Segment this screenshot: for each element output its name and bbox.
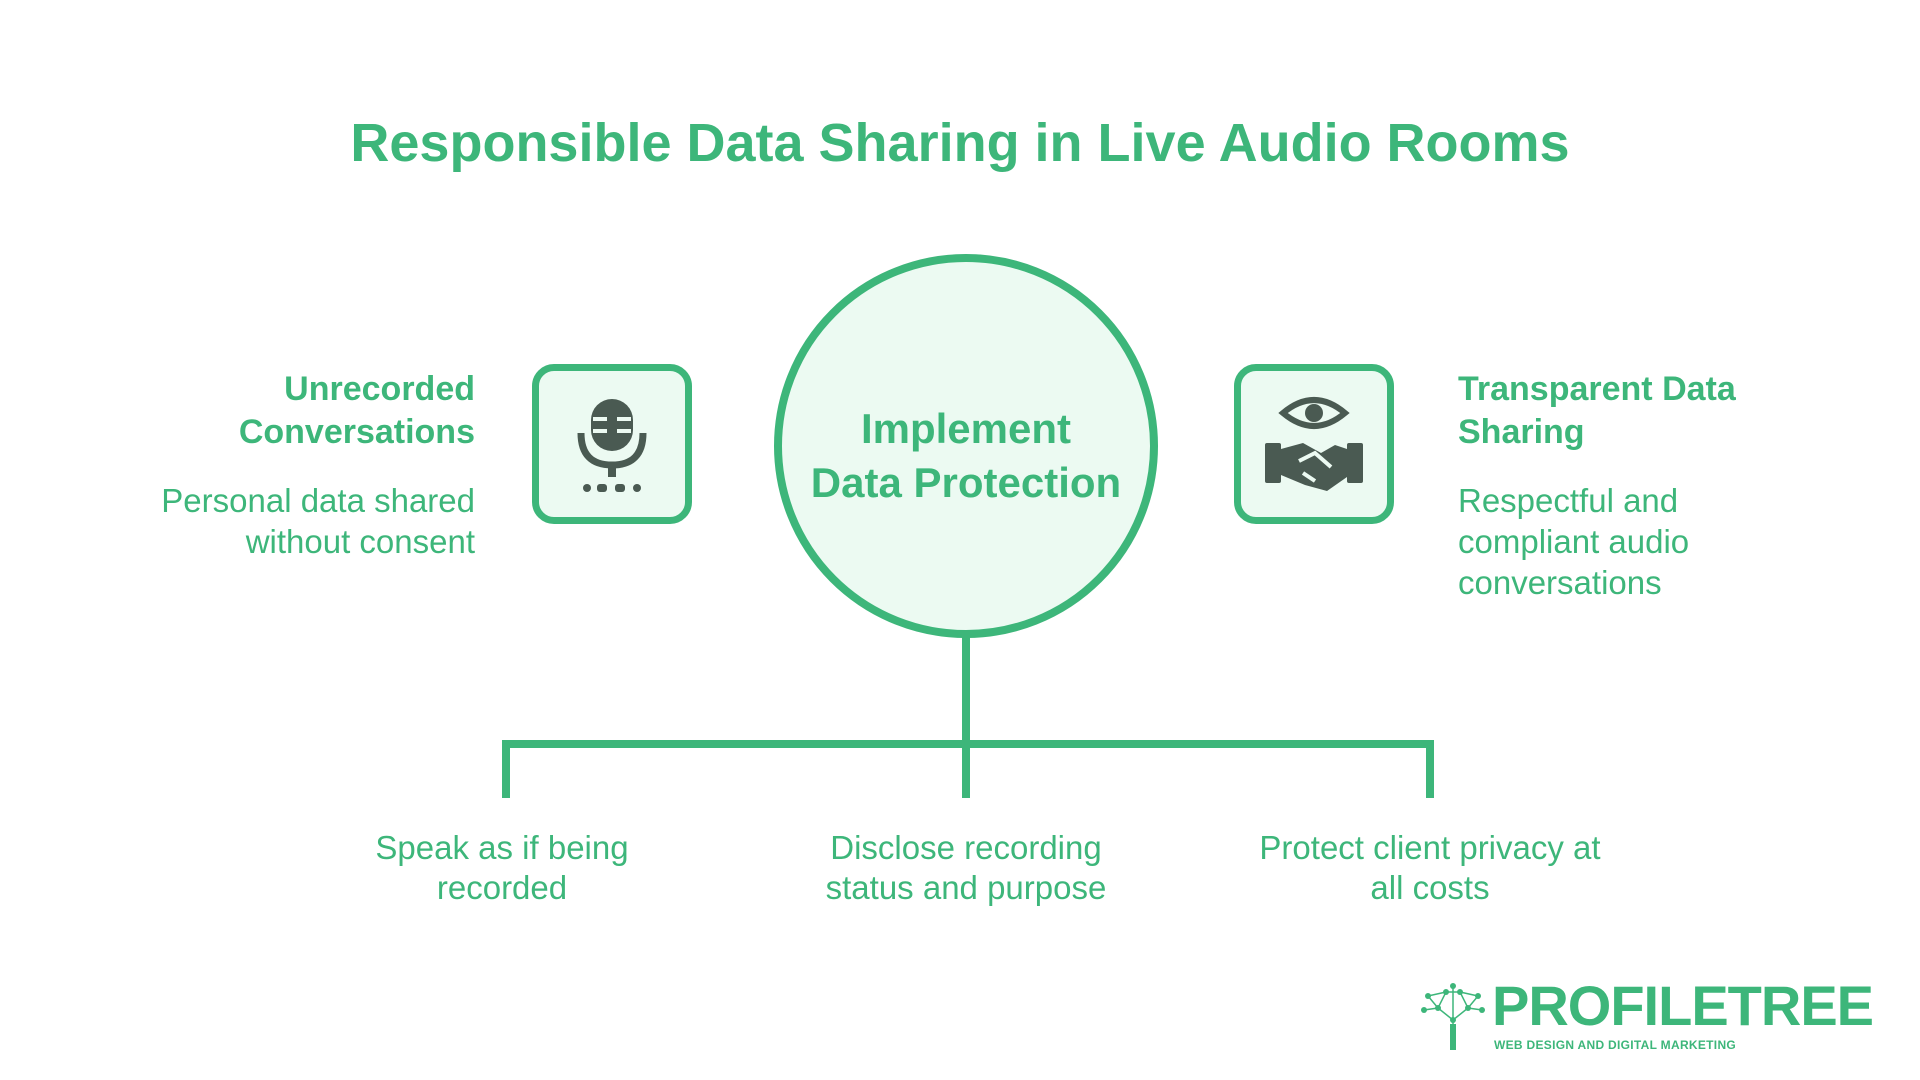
left-description: Personal data shared without consent [100, 480, 475, 562]
branch-item-2: Disclose recording status and purpose [766, 828, 1166, 908]
left-desc-line1: Personal data shared [161, 482, 475, 519]
right-desc-line3: conversations [1458, 564, 1662, 601]
profiletree-logo: PROFILETREE WEB DESIGN AND DIGITAL MARKE… [1418, 976, 1874, 1052]
right-desc-line1: Respectful and [1458, 482, 1679, 519]
branch-3-line2: all costs [1370, 869, 1490, 906]
logo-tagline: WEB DESIGN AND DIGITAL MARKETING [1494, 1038, 1737, 1052]
right-desc-line2: compliant audio [1458, 523, 1690, 560]
branch-item-3: Protect client privacy at all costs [1210, 828, 1650, 908]
microphone-icon [577, 399, 647, 492]
right-title-line1: Transparent Data [1458, 370, 1736, 408]
connector-horizontal [502, 740, 1434, 748]
right-title-line2: Sharing [1458, 413, 1585, 451]
branch-1-line2: recorded [436, 869, 568, 906]
right-description: Respectful and compliant audio conversat… [1458, 480, 1818, 603]
microphone-icon-box [532, 364, 692, 524]
eye-handshake-icon [1265, 397, 1363, 491]
branch-1-line1: Speak as if being [375, 829, 629, 866]
left-title: Unrecorded Conversations [180, 368, 475, 454]
eye-handshake-icon-box [1234, 364, 1394, 524]
connector-branch-right [1426, 740, 1434, 798]
branch-2-line1: Disclose recording [830, 829, 1102, 866]
tree-logo-icon [1421, 983, 1485, 1050]
left-desc-line2: without consent [245, 523, 475, 560]
page-title: Responsible Data Sharing in Live Audio R… [350, 113, 1570, 173]
branch-3-line1: Protect client privacy at [1259, 829, 1601, 866]
branch-2-line2: status and purpose [825, 869, 1107, 906]
left-title-line2: Conversations [238, 413, 475, 451]
center-line2: Data Protection [810, 459, 1122, 506]
branch-item-1: Speak as if being recorded [302, 828, 702, 908]
center-label: Implement Data Protection [782, 402, 1150, 510]
left-title-line1: Unrecorded [284, 370, 475, 408]
logo-name: PROFILETREE [1492, 974, 1874, 1037]
right-title: Transparent Data Sharing [1458, 368, 1818, 454]
center-line1: Implement [860, 405, 1072, 452]
connector-trunk [962, 636, 970, 798]
center-node: Implement Data Protection [774, 254, 1158, 638]
connector-branch-left [502, 740, 510, 798]
